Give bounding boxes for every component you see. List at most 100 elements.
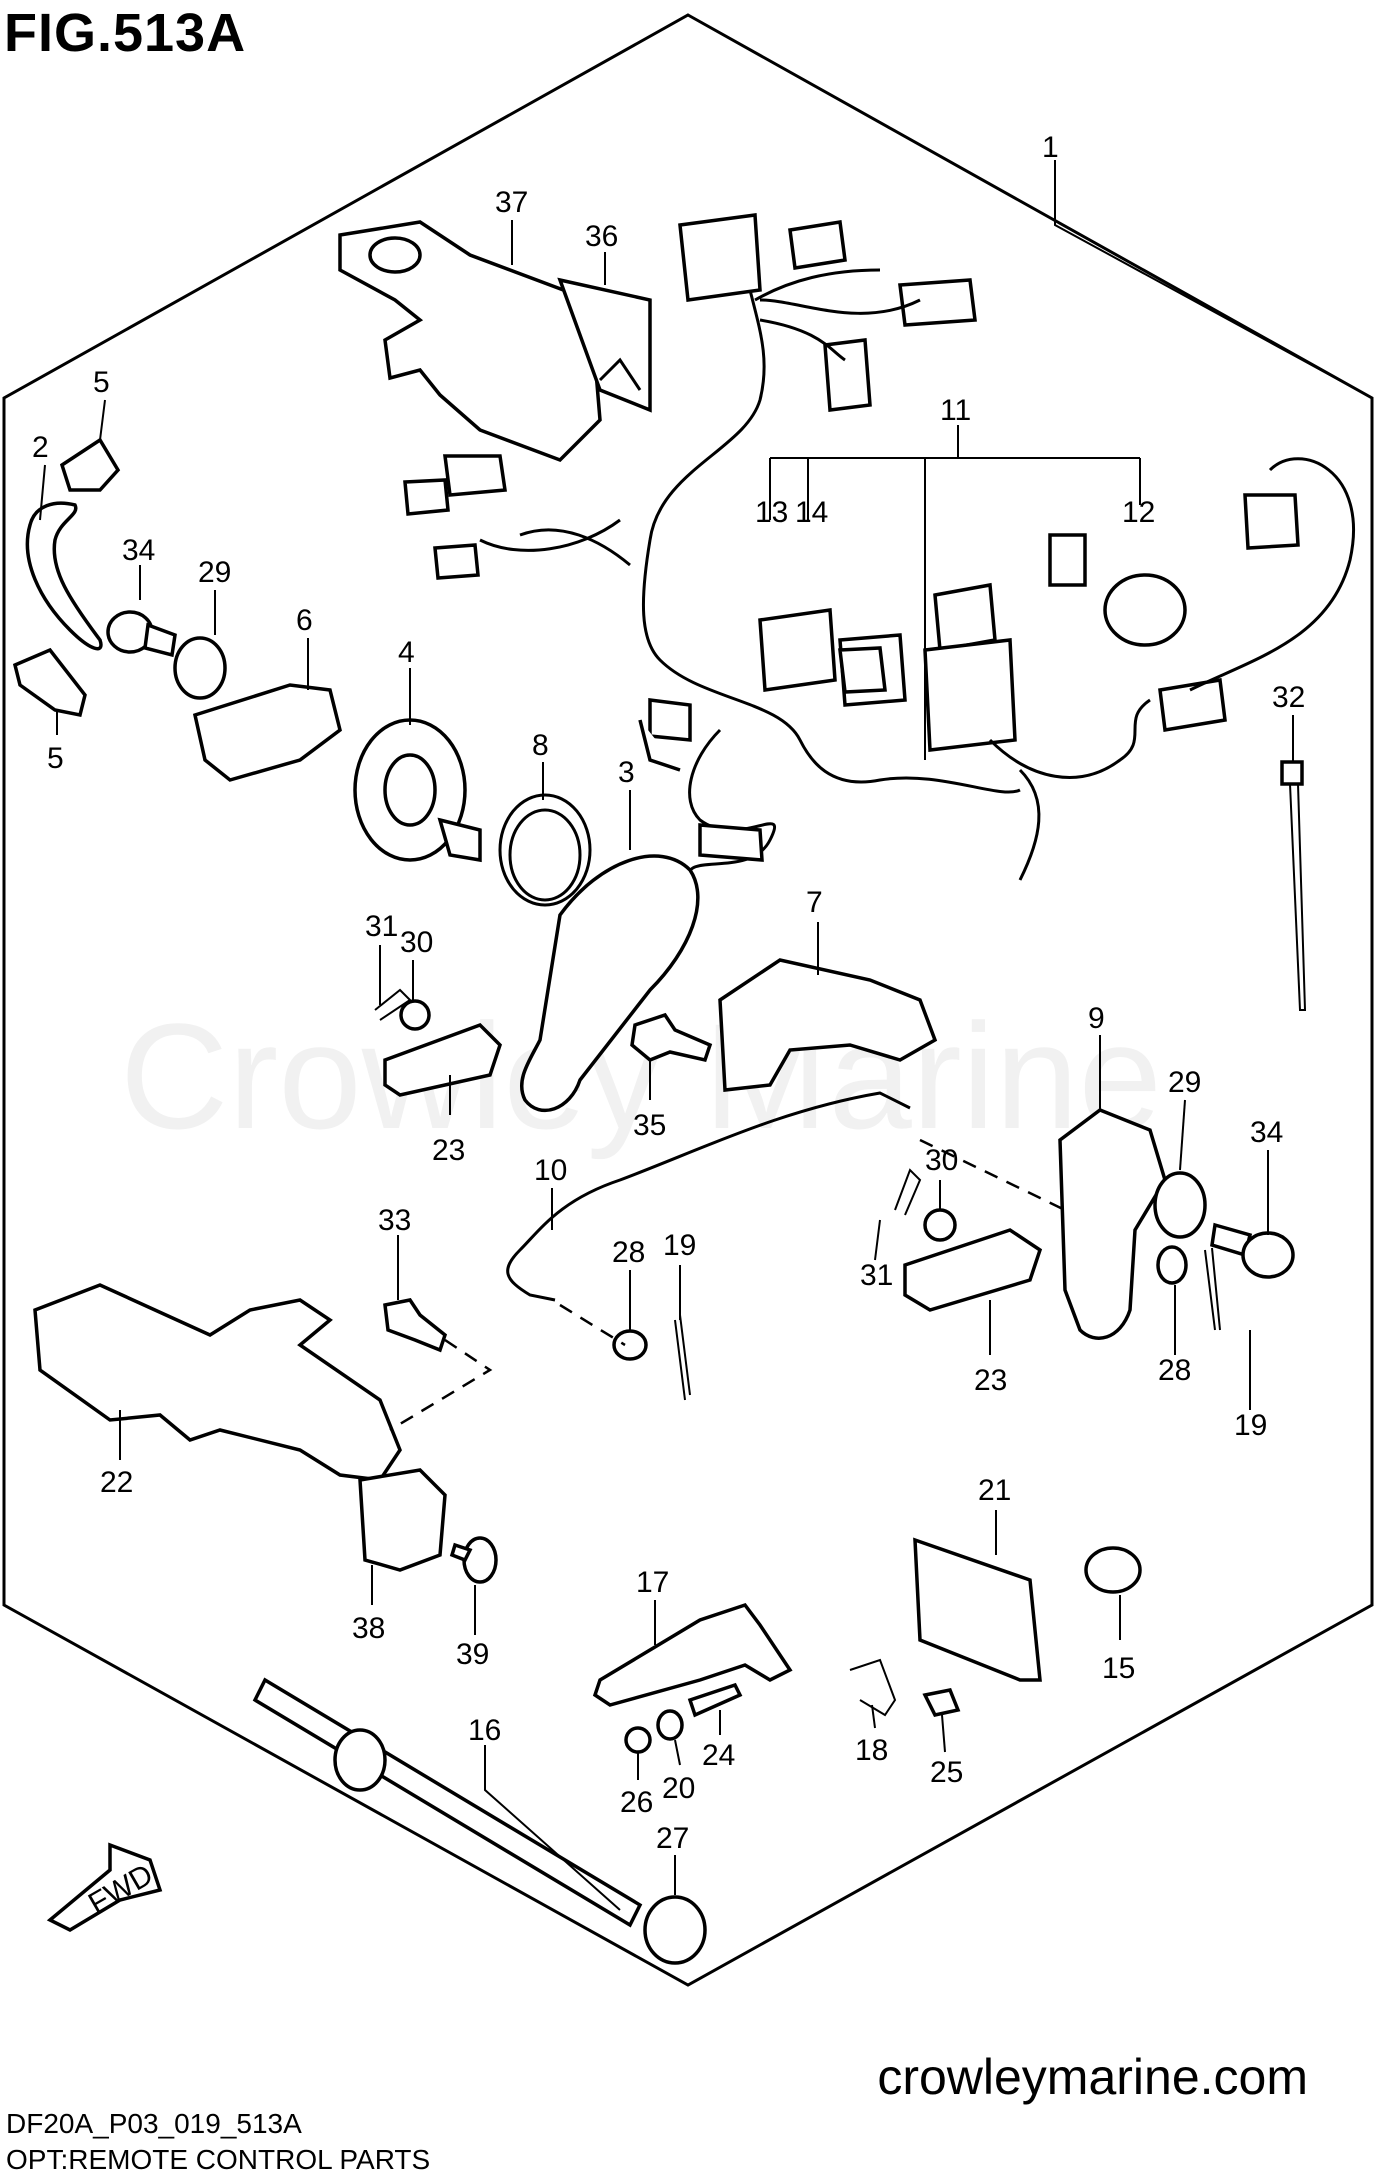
part-1-wire-harness: [403, 213, 1356, 881]
callout-31-right: 31: [860, 1259, 893, 1292]
callout-labels: 1 37 36 5 2 11 13 14 12 34 29 6 4 32 5 8…: [32, 131, 1305, 1921]
part-23-link-right: [903, 1228, 1043, 1312]
callout-25: 25: [930, 1756, 963, 1789]
website-text: crowleymarine.com: [877, 2049, 1308, 2105]
callout-21: 21: [978, 1474, 1011, 1507]
callout-26: 26: [620, 1786, 653, 1819]
part-33-bolt: [383, 1298, 448, 1353]
dash-line-33: [389, 1338, 493, 1432]
callout-12: 12: [1122, 496, 1155, 529]
callout-4: 4: [398, 636, 415, 669]
part-25-bolt: [922, 1687, 961, 1717]
callout-20: 20: [662, 1772, 695, 1805]
callout-39: 39: [456, 1638, 489, 1671]
callout-22: 22: [100, 1466, 133, 1499]
callout-5-bottom: 5: [47, 742, 64, 775]
callout-1: 1: [1042, 131, 1059, 164]
part-39-plug: [449, 1536, 498, 1584]
callout-18: 18: [855, 1734, 888, 1767]
part-37-bracket: [338, 220, 652, 463]
part-5-clip-top: [59, 437, 121, 492]
part-32-cable-tie: [1280, 760, 1307, 1011]
callout-11: 11: [940, 394, 971, 427]
part-19-pin-left: [674, 1314, 691, 1401]
callout-28-left: 28: [612, 1236, 645, 1269]
part-5-clip-bottom: [12, 647, 87, 718]
part-2-hose: [25, 501, 103, 651]
part-3-lever: [519, 854, 700, 1112]
callout-36: 36: [585, 220, 618, 253]
callout-13: 13: [755, 496, 788, 529]
part-9-lever: [1058, 1108, 1167, 1340]
part-18-clip: [849, 1658, 897, 1717]
part-22-bracket: [33, 1283, 402, 1482]
part-24-bolt: [687, 1682, 743, 1718]
callout-6: 6: [296, 604, 313, 637]
part-28-washer-left: [612, 1329, 648, 1361]
part-28-washer-right: [1156, 1245, 1188, 1285]
part-27-nut: [643, 1895, 707, 1965]
callout-31-left: 31: [365, 910, 398, 943]
callout-27: 27: [656, 1822, 689, 1855]
callout-23-left: 23: [432, 1134, 465, 1167]
leader-lines: [39, 160, 1373, 1911]
callout-34-left: 34: [122, 534, 155, 567]
part-7-bracket: [718, 958, 938, 1092]
figure-caption: OPT:REMOTE CONTROL PARTS: [6, 2144, 431, 2175]
part-16-shaft: [252, 1677, 643, 1928]
drawing-code: DF20A_P03_019_513A: [6, 2108, 302, 2139]
callout-19-left: 19: [663, 1229, 696, 1262]
callout-3: 3: [618, 756, 635, 789]
dash-line-9: [919, 1138, 1066, 1212]
callout-16: 16: [468, 1714, 501, 1747]
callout-10: 10: [534, 1154, 567, 1187]
callout-19-right: 19: [1234, 1409, 1267, 1442]
callout-35: 35: [633, 1109, 666, 1142]
callout-30-right: 30: [925, 1144, 958, 1177]
part-35-bolt: [630, 1012, 713, 1063]
part-20-washer: [656, 1709, 684, 1741]
part-29-washer-right: [1153, 1171, 1207, 1239]
part-10-rod: [506, 1091, 911, 1302]
fwd-arrow: [46, 1842, 163, 1932]
callout-7: 7: [806, 886, 823, 919]
part-34-bolt-right: [1210, 1222, 1295, 1279]
part-29-washer: [173, 636, 227, 700]
callout-29-left: 29: [198, 556, 231, 589]
callout-2: 2: [32, 431, 49, 464]
callout-24: 24: [702, 1739, 735, 1772]
part-21-pad: [913, 1537, 1042, 1682]
part-17-bracket: [592, 1602, 793, 1707]
part-30-washer-right: [923, 1208, 957, 1242]
assembly-boundary: [2, 13, 1374, 1987]
dash-line-28: [559, 1303, 626, 1347]
callout-37: 37: [495, 186, 528, 219]
callout-28-right: 28: [1158, 1354, 1191, 1387]
watermark: Crowley Marine: [120, 992, 1162, 1160]
part-34-bolt: [106, 610, 177, 658]
callout-30-left: 30: [400, 926, 433, 959]
callout-14: 14: [795, 496, 828, 529]
callout-11-bracket: [769, 425, 1141, 760]
part-30-washer-left: [399, 999, 431, 1031]
part-23-link-left: [383, 1022, 503, 1097]
part-26-nut: [624, 1726, 652, 1754]
part-19-pin-right: [1204, 1247, 1221, 1331]
callout-33: 33: [378, 1204, 411, 1237]
callout-9: 9: [1088, 1002, 1105, 1035]
callout-29-right: 29: [1168, 1066, 1201, 1099]
callout-15: 15: [1102, 1652, 1135, 1685]
callout-8: 8: [532, 729, 549, 762]
callout-17: 17: [636, 1566, 669, 1599]
part-31-pin-right: [894, 1168, 922, 1216]
callout-5-top: 5: [93, 366, 110, 399]
part-8-spring: [498, 793, 592, 907]
part-6-plate: [192, 683, 342, 782]
part-38-pad: [358, 1468, 447, 1572]
part-31-pin-left: [374, 988, 412, 1021]
callout-34-right: 34: [1250, 1116, 1283, 1149]
part-15-grommet: [1084, 1546, 1142, 1594]
figure-title: FIG.513A: [4, 3, 247, 63]
part-4-bracket: [353, 718, 482, 863]
